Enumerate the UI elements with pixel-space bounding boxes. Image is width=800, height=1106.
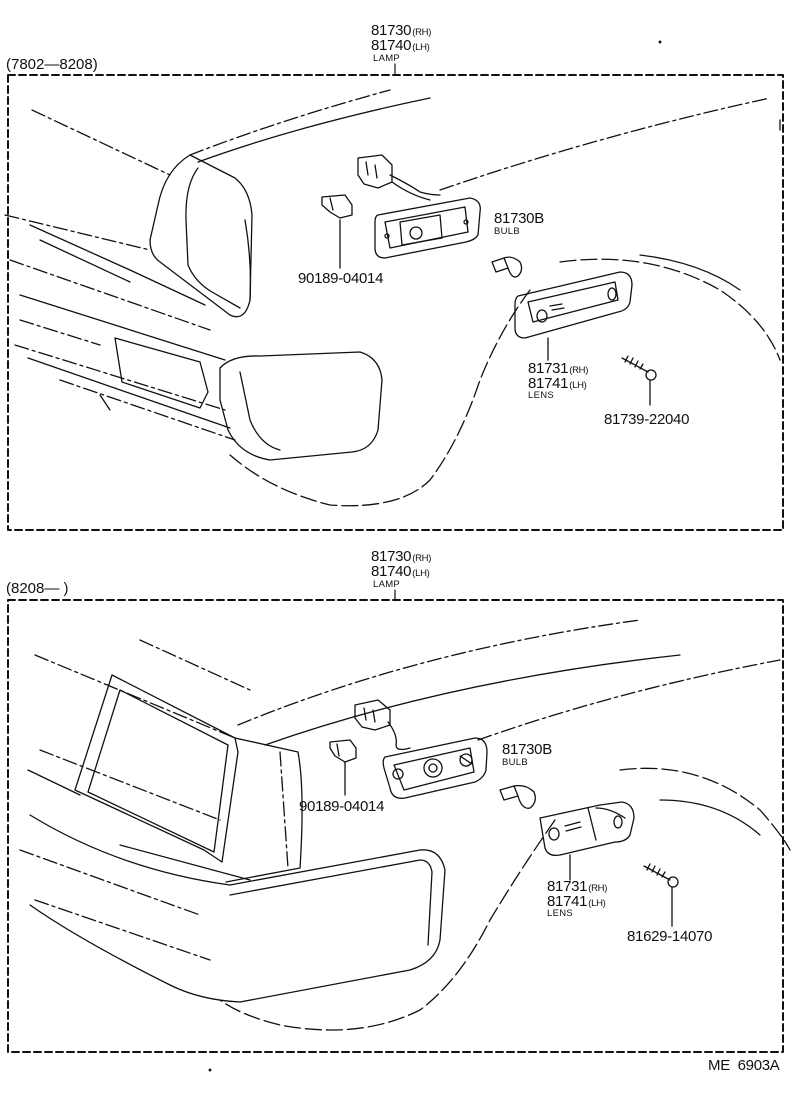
panel-2-bulb-number: 81730B xyxy=(502,741,552,758)
panel-2-lens-rh: 81731(RH) xyxy=(547,878,608,895)
panel-2-socket-clip xyxy=(329,739,357,796)
panel-1-bulb-name: BULB xyxy=(494,226,521,237)
panel-2-lamp-rh: 81730(RH) xyxy=(371,548,432,565)
panel-2-lamp-assembly xyxy=(354,699,488,799)
panel-2-lens-lh: 81741(LH) xyxy=(547,893,606,910)
panel-2-lens xyxy=(539,801,635,881)
panel-1-screw-part: 81739-22040 xyxy=(604,411,690,428)
panel-1-frame xyxy=(7,63,784,531)
panel-1-lamp-assembly xyxy=(357,154,481,259)
panel-2-car-body xyxy=(19,619,791,1031)
panel-1-socket-part: 90189-04014 xyxy=(298,270,384,287)
panel-1-bulb xyxy=(491,256,523,278)
panel-1-range: (7802—8208) xyxy=(6,56,98,73)
panel-1-lens-lh: 81741(LH) xyxy=(528,375,587,392)
panel-1-lamp-lh: 81740(LH) xyxy=(371,37,430,54)
panel-1-lens-name: LENS xyxy=(528,390,555,401)
panel-1-lens xyxy=(514,271,633,361)
figure-code: ME 6903A xyxy=(708,1057,780,1074)
panel-1-socket-clip xyxy=(321,194,353,269)
panel-1-screw xyxy=(621,355,657,406)
panel-1-lamp-name: LAMP xyxy=(373,53,401,64)
panel-1-lamp-rh: 81730(RH) xyxy=(371,22,432,39)
panel-2-screw xyxy=(643,863,679,927)
panel-2-lamp-lh: 81740(LH) xyxy=(371,563,430,580)
panel-1-bulb-number: 81730B xyxy=(494,210,544,227)
panel-2-lamp-name: LAMP xyxy=(373,579,401,590)
stray-marks xyxy=(208,40,662,1072)
panel-2-frame xyxy=(7,589,784,1053)
panel-2-screw-part: 81629-14070 xyxy=(627,928,713,945)
panel-1-car-body xyxy=(4,89,781,507)
panel-2-lens-name: LENS xyxy=(547,908,574,919)
panel-2-bulb-name: BULB xyxy=(502,757,529,768)
panel-2-socket-part: 90189-04014 xyxy=(299,798,385,815)
panel-2-bulb xyxy=(499,784,536,809)
panel-1-lens-rh: 81731(RH) xyxy=(528,360,589,377)
panel-2-range: (8208— ) xyxy=(6,580,69,597)
